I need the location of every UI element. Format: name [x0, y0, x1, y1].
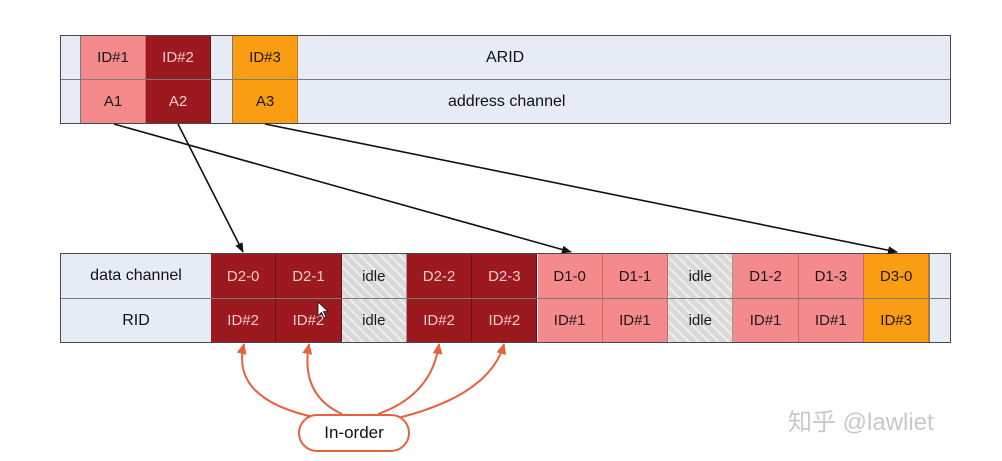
- address-cell-a2: A2: [146, 80, 211, 123]
- in-order-badge: In-order: [298, 414, 410, 452]
- rid-cell-9: ID#1: [733, 299, 799, 342]
- data-cell-3: idle: [341, 254, 407, 298]
- rid-cell-11: ID#3: [864, 299, 930, 342]
- rid-cell-6: ID#1: [537, 299, 603, 342]
- address-band-gap-divider: [232, 36, 233, 123]
- watermark: 知乎 @lawliet: [788, 409, 934, 436]
- in-order-label: In-order: [324, 423, 384, 442]
- data-cell-6: D1-0: [537, 254, 603, 298]
- data-channel-label: data channel: [90, 267, 182, 284]
- data-cell-10: D1-3: [798, 254, 864, 298]
- rid-cell-3: idle: [341, 299, 407, 342]
- rid-cell-5: ID#2: [472, 299, 538, 342]
- in-order-arrow-d2-0: [236, 343, 319, 419]
- rid-label: RID: [122, 311, 150, 329]
- arrow-a2-to-d2-0: [177, 123, 244, 253]
- arid-label: ARID: [486, 48, 525, 66]
- address-channel-label: address channel: [448, 92, 566, 110]
- data-cell-9: D1-2: [733, 254, 799, 298]
- data-cell-4: D2-2: [406, 254, 473, 298]
- address-band-left-cell-divider: [80, 36, 81, 123]
- data-cell-11: D3-0: [864, 254, 930, 298]
- rid-cell-8: idle: [668, 299, 734, 342]
- rid-cell-10: ID#1: [798, 299, 864, 342]
- arid-cell-id2: ID#2: [146, 36, 211, 79]
- rid-cell-1: ID#2: [211, 299, 277, 342]
- data-cell-1: D2-0: [211, 254, 277, 298]
- data-cell-8: idle: [668, 254, 734, 298]
- arid-cell-id3: ID#3: [233, 36, 298, 79]
- in-order-arrow-d2-1: [302, 343, 343, 415]
- address-cell-a3: A3: [233, 80, 298, 123]
- address-band-divider: [61, 79, 950, 80]
- in-order-arrow-d2-2: [377, 343, 443, 415]
- cursor-icon: [317, 301, 330, 319]
- data-band-right-divider: [929, 254, 930, 342]
- arrow-a1-to-d1-0: [113, 123, 572, 254]
- data-band-divider: [61, 298, 950, 299]
- data-cell-5: D2-3: [472, 254, 538, 298]
- rid-cell-7: ID#1: [602, 299, 669, 342]
- in-order-arrow-d2-3: [397, 343, 507, 419]
- rid-cell-4: ID#2: [406, 299, 473, 342]
- arid-cell-id1: ID#1: [81, 36, 146, 79]
- data-cell-7: D1-1: [602, 254, 669, 298]
- data-cell-2: D2-1: [276, 254, 342, 298]
- rid-cell-2: ID#2: [276, 299, 342, 342]
- address-cell-a1: A1: [81, 80, 146, 123]
- arrow-a3-to-d3-0: [264, 123, 898, 255]
